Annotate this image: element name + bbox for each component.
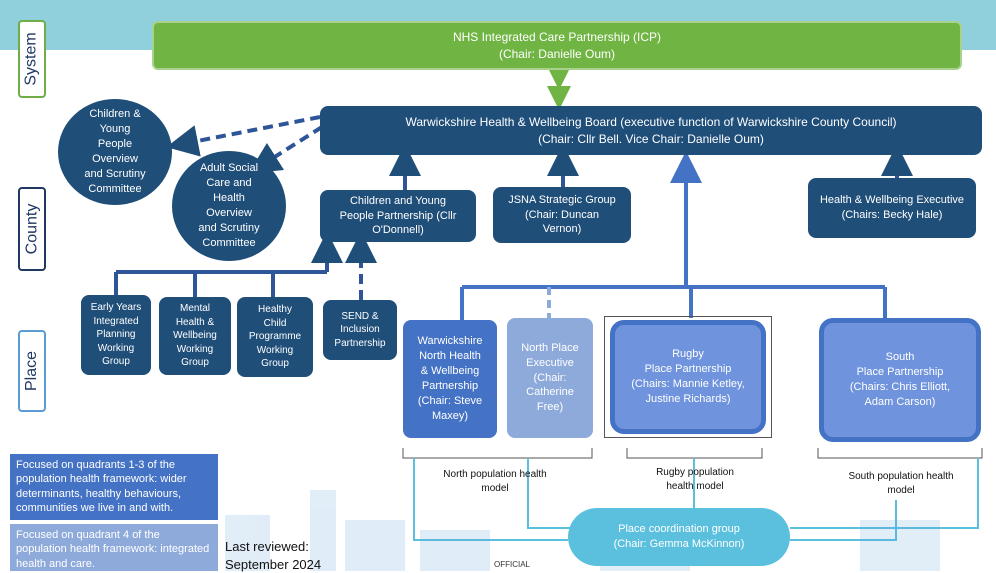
level-system-label: System bbox=[23, 32, 40, 86]
level-place: Place bbox=[18, 330, 46, 412]
north-model-caption: North population health model bbox=[443, 469, 547, 494]
rugby-box: Rugby Place Partnership (Chairs: Mannie … bbox=[610, 320, 766, 434]
children-osc-circle: Children & Young People Overview and Scr… bbox=[58, 99, 172, 205]
south-model-caption: South population health model bbox=[848, 471, 954, 496]
mental-health-box: Mental Health & Wellbeing Working Group bbox=[159, 297, 231, 375]
adult-osc-circle: Adult Social Care and Health Overview an… bbox=[172, 151, 286, 261]
hwb-children-osc-link bbox=[166, 115, 321, 157]
north-hwb-box: Warwickshire North Health & Wellbeing Pa… bbox=[403, 320, 497, 438]
level-county-label: County bbox=[23, 203, 41, 255]
healthy-child-box: Healthy Child Programme Working Group bbox=[237, 297, 313, 377]
icp-box: NHS Integrated Care Partnership (ICP) (C… bbox=[152, 21, 962, 70]
south-box: South Place Partnership (Chairs: Chris E… bbox=[819, 318, 981, 442]
rugby-frame bbox=[604, 316, 772, 438]
north-executive-box: North Place Executive (Chair: Catherine … bbox=[507, 318, 593, 438]
level-county: County bbox=[18, 187, 46, 271]
hwb-box: Warwickshire Health & Wellbeing Board (e… bbox=[320, 106, 982, 155]
legend-quadrant-4: Focused on quadrant 4 of the population … bbox=[10, 524, 218, 571]
level-place-label: Place bbox=[23, 350, 40, 392]
early-years-box: Early Years Integrated Planning Working … bbox=[81, 295, 151, 375]
send-box: SEND & Inclusion Partnership bbox=[323, 300, 397, 360]
hwb-executive-box: Health & Wellbeing Executive (Chairs: Be… bbox=[808, 178, 976, 238]
hwb-adult-osc-link bbox=[248, 125, 324, 174]
rugby-model-caption: Rugby population health model bbox=[656, 467, 734, 492]
legend-quadrants-1-3: Focused on quadrants 1-3 of the populati… bbox=[10, 454, 218, 520]
level-system: System bbox=[18, 20, 46, 98]
jsna-box: JSNA Strategic Group (Chair: Duncan Vern… bbox=[493, 187, 631, 243]
official-marking: OFFICIAL bbox=[494, 560, 531, 569]
last-reviewed: Last reviewed: September 2024 bbox=[225, 539, 322, 572]
coordination-group: Place coordination group (Chair: Gemma M… bbox=[568, 508, 790, 566]
cypp-box: Children and Young People Partnership (C… bbox=[320, 190, 476, 242]
